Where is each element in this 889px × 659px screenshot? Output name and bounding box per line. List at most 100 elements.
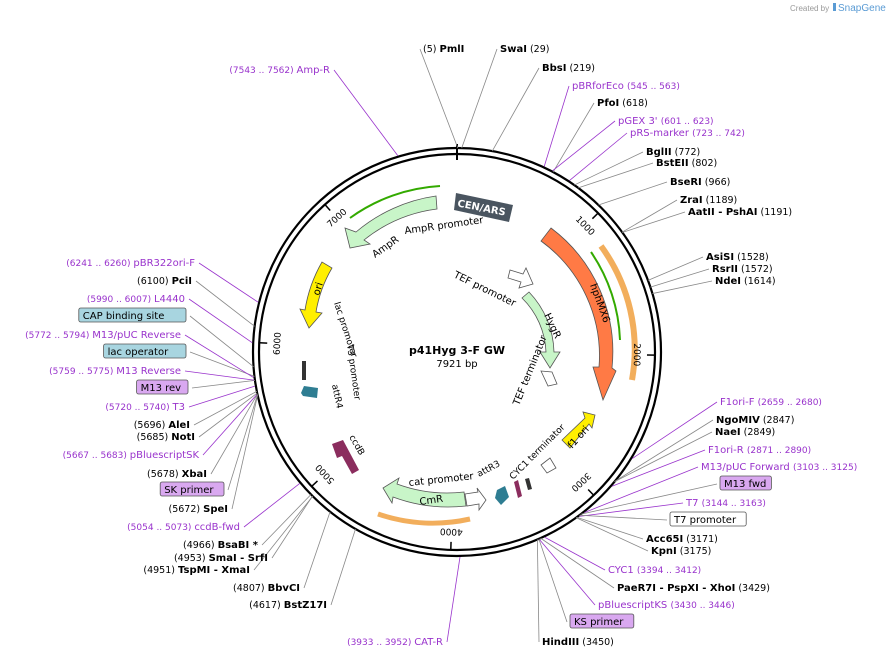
primer-text-1: pBRforEco (545 .. 563) bbox=[572, 81, 680, 92]
site-label-18[interactable]: (4617) BstZ17I bbox=[249, 600, 327, 611]
site-label-9[interactable]: AsiSI (1528) bbox=[706, 252, 769, 263]
primer-text-8: CYC1 (3394 .. 3412) bbox=[608, 565, 701, 576]
site-label-19[interactable]: (4807) BbvCI bbox=[233, 583, 300, 594]
feature-cmr[interactable]: CmR bbox=[382, 477, 467, 508]
cmr-label: CmR bbox=[419, 494, 444, 508]
primer-range-6: (3103 .. 3125) bbox=[793, 463, 857, 473]
primer-label-0[interactable]: (7543 .. 7562) Amp-R bbox=[229, 65, 330, 76]
site-pos-21: (4953) bbox=[174, 553, 209, 564]
primer-label-11[interactable]: (5054 .. 5073) ccdB-fwd bbox=[127, 522, 240, 533]
primer-label-15[interactable]: (5772 .. 5794) M13/pUC Reverse bbox=[25, 330, 181, 341]
feature-ccdb[interactable]: ccdB bbox=[332, 434, 366, 475]
primer-text-16: (5990 .. 6007) L4440 bbox=[87, 294, 185, 305]
primer-label-16[interactable]: (5990 .. 6007) L4440 bbox=[87, 294, 185, 305]
primer-name-15: M13/pUC Reverse bbox=[92, 330, 181, 341]
leader-p-6 bbox=[584, 466, 699, 513]
site-label-27[interactable]: (6100) PciI bbox=[137, 276, 192, 287]
feature-f1-ori[interactable]: f1 ori bbox=[561, 411, 596, 451]
primer-range-14: (5759 .. 5775) bbox=[49, 367, 116, 377]
site-label-10[interactable]: RsrII (1572) bbox=[712, 264, 773, 275]
primer-label-8[interactable]: CYC1 (3394 .. 3412) bbox=[608, 565, 701, 576]
feature-cyc1-terminator[interactable]: CYC1 terminator bbox=[508, 423, 567, 482]
plasmid-name: p41Hyg 3-F GW bbox=[409, 344, 505, 357]
site-label-1[interactable]: SwaI (29) bbox=[500, 44, 549, 55]
site-label-2[interactable]: BbsI (219) bbox=[542, 63, 595, 74]
site-label-17[interactable]: HindIII (3450) bbox=[542, 637, 614, 648]
site-pos-18: (4617) bbox=[249, 600, 284, 611]
site-label-24[interactable]: (5678) XbaI bbox=[147, 469, 207, 480]
leader-s-21 bbox=[271, 495, 313, 559]
primer-label-14[interactable]: (5759 .. 5775) M13 Reverse bbox=[49, 366, 181, 377]
site-label-13[interactable]: NaeI (2849) bbox=[715, 427, 775, 438]
site-label-4[interactable]: BglII (772) bbox=[646, 147, 700, 158]
ampr-label: AmpR bbox=[370, 234, 401, 260]
site-label-3[interactable]: PfoI (618) bbox=[597, 98, 648, 109]
primer-label-13[interactable]: (5720 .. 5740) T3 bbox=[105, 402, 185, 413]
site-name-27: PciI bbox=[172, 276, 192, 287]
primer-label-10[interactable]: (3933 .. 3952) CAT-R bbox=[347, 637, 443, 648]
primer-label-6[interactable]: M13/pUC Forward (3103 .. 3125) bbox=[701, 462, 857, 473]
primer-label-7[interactable]: T7 (3144 .. 3163) bbox=[685, 498, 766, 509]
site-label-11[interactable]: NdeI (1614) bbox=[715, 276, 776, 287]
primer-label-9[interactable]: pBluescriptKS (3430 .. 3446) bbox=[598, 600, 735, 611]
site-text-12: NgoMIV (2847) bbox=[716, 415, 794, 426]
leader-s-5 bbox=[578, 162, 654, 189]
primer-label-4[interactable]: F1ori-F (2659 .. 2680) bbox=[720, 397, 822, 408]
site-label-20[interactable]: (4951) TspMI - XmaI bbox=[143, 565, 250, 576]
site-label-8[interactable]: AatII - PshAI (1191) bbox=[688, 207, 792, 218]
cat-promoter-label: cat promoter bbox=[408, 471, 475, 489]
leader-p-2 bbox=[552, 120, 616, 171]
primer-text-4: F1ori-F (2659 .. 2680) bbox=[720, 397, 822, 408]
site-label-0[interactable]: (5) PmlI bbox=[423, 44, 464, 55]
primer-text-0: (7543 .. 7562) Amp-R bbox=[229, 65, 330, 76]
boxed-label-m13_rev[interactable]: M13 rev bbox=[136, 379, 189, 395]
site-label-5[interactable]: BstEII (802) bbox=[656, 158, 717, 169]
t3-promoter-label: T3 promoter bbox=[344, 343, 362, 401]
site-label-22[interactable]: (4966) BsaBI * bbox=[183, 540, 259, 551]
site-name-21: SmaI bbox=[209, 553, 237, 564]
site-pos-b-1: (29) bbox=[527, 44, 550, 55]
site-label-6[interactable]: BseRI (966) bbox=[670, 177, 730, 188]
boxed-label-ks_primer[interactable]: KS primer bbox=[569, 613, 635, 629]
site-text-23: (5672) SpeI bbox=[169, 504, 228, 515]
leader-s-0 bbox=[419, 48, 459, 149]
primer-label-1[interactable]: pBRforEco (545 .. 563) bbox=[572, 81, 680, 92]
primer-label-5[interactable]: F1ori-R (2871 .. 2890) bbox=[708, 445, 811, 456]
site-label-26[interactable]: (5696) AleI bbox=[134, 420, 190, 431]
site-label-12[interactable]: NgoMIV (2847) bbox=[716, 415, 794, 426]
site-label-25[interactable]: (5685) NotI bbox=[137, 432, 195, 443]
site-label-7[interactable]: ZraI (1189) bbox=[680, 195, 737, 206]
site-label-15[interactable]: KpnI (3175) bbox=[651, 546, 711, 557]
site-pos-b-8: (1191) bbox=[758, 207, 793, 218]
primer-range-0: (7543 .. 7562) bbox=[229, 66, 296, 76]
site-label-23[interactable]: (5672) SpeI bbox=[169, 504, 228, 515]
boxed-label-t7_promoter[interactable]: T7 promoter bbox=[669, 511, 747, 527]
site-name-1: SwaI bbox=[500, 44, 527, 55]
primer-label-2[interactable]: pGEX 3' (601 .. 623) bbox=[618, 116, 714, 127]
primer-label-3[interactable]: pRS-marker (723 .. 742) bbox=[630, 128, 745, 139]
site-name-14: Acc65I bbox=[646, 534, 683, 545]
boxed-label-cap_site[interactable]: CAP binding site bbox=[78, 307, 187, 323]
leader-s-18 bbox=[330, 528, 356, 606]
primer-name-0: Amp-R bbox=[297, 65, 331, 76]
site-pos-0: (5) bbox=[423, 44, 439, 55]
primer-label-17[interactable]: (6241 .. 6260) pBR322ori-F bbox=[66, 258, 195, 269]
leader-p-17 bbox=[198, 262, 259, 303]
primer-text-3: pRS-marker (723 .. 742) bbox=[630, 128, 745, 139]
feature-hygr[interactable]: HygR bbox=[521, 291, 563, 369]
primer-text-12: (5667 .. 5683) pBluescriptSK bbox=[63, 450, 200, 461]
boxed-label-m13_fwd[interactable]: M13 fwd bbox=[719, 475, 772, 491]
primer-label-12[interactable]: (5667 .. 5683) pBluescriptSK bbox=[63, 450, 200, 461]
site-name-6: BseRI bbox=[670, 177, 702, 188]
tick-3000 bbox=[587, 488, 595, 496]
site-label-14[interactable]: Acc65I (3171) bbox=[646, 534, 718, 545]
site-label-21[interactable]: (4953) SmaI - SrfI bbox=[174, 553, 268, 564]
boxed-label-lac_operator[interactable]: lac operator bbox=[103, 343, 187, 359]
site-label-16[interactable]: PaeR7I - PspXI - XhoI (3429) bbox=[617, 583, 770, 594]
site-text-2: BbsI (219) bbox=[542, 63, 595, 74]
feature-ori[interactable]: ori bbox=[299, 261, 333, 329]
boxed-label-sk_primer[interactable]: SK primer bbox=[159, 481, 225, 497]
feature-tef-promoter[interactable]: TEF promoter bbox=[451, 267, 534, 310]
ori-label: ori bbox=[311, 281, 325, 297]
